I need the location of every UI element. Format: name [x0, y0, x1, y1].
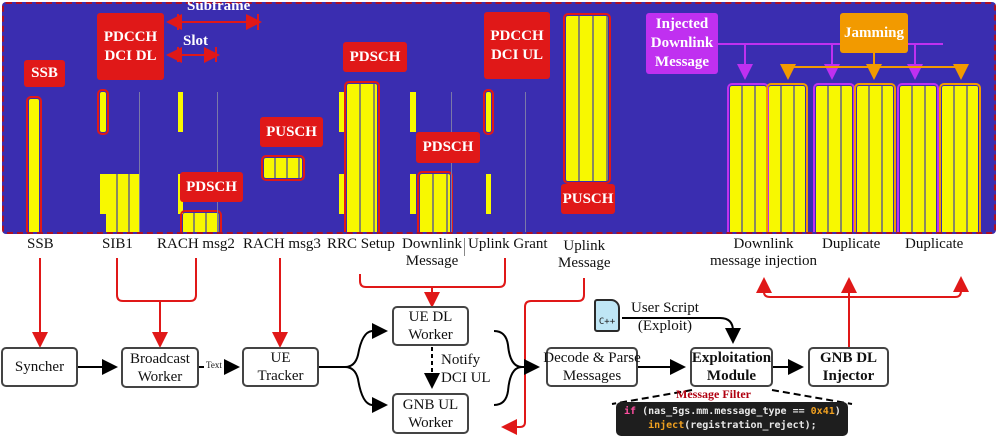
pdsch-dl-label: PDSCH	[416, 132, 480, 163]
pusch-rach3-label: PUSCH	[260, 117, 323, 147]
pdcch-dci-ul-label: PDCCH DCI UL	[484, 12, 550, 79]
slot-arrow	[166, 47, 220, 63]
ssb-signal	[26, 96, 42, 232]
gnb-dl-injector-box[interactable]: GNB DL Injector	[808, 347, 889, 387]
caption-duplicate-2: Duplicate	[905, 236, 964, 252]
caption-rrc-setup: RRC Setup	[327, 236, 395, 252]
slot-gridline	[525, 92, 526, 232]
jammed-duplicate-signal-6	[939, 83, 981, 232]
code-condition: (nas_5gs.mm.message_type ==	[636, 406, 811, 417]
code-function: inject	[648, 420, 685, 431]
broadcast-worker-box[interactable]: Broadcast Worker	[121, 347, 199, 388]
injection-arrows	[716, 43, 969, 80]
user-script-label: User Script (Exploit)	[631, 300, 699, 334]
pusch-ul-label: PUSCH	[561, 184, 615, 214]
caption-uplink-grant: Uplink Grant	[468, 236, 548, 252]
ul-pusch-signal	[563, 13, 611, 184]
text-edge-label: Text	[206, 360, 222, 370]
caption-uplink-message: Uplink Message	[558, 238, 611, 272]
black-flow-lines	[78, 317, 853, 413]
code-number: 0x41	[810, 406, 835, 417]
notify-dci-ul-label: Notify DCI UL	[441, 352, 491, 386]
caption-sib1: SIB1	[102, 236, 133, 252]
pdsch-rrc-label: PDSCH	[343, 42, 407, 72]
ul-pdcch-signal-2	[486, 174, 491, 214]
code-args: (registration_reject);	[684, 420, 817, 431]
exploitation-module-box[interactable]: Exploitation Module	[690, 347, 773, 387]
pdcch-dl-signal	[97, 89, 109, 135]
red-feed-lines	[32, 258, 969, 435]
caption-ssb: SSB	[27, 236, 54, 252]
code-paren: )	[834, 406, 841, 417]
pdcch-rach-signal	[178, 92, 183, 132]
decode-parse-box[interactable]: Decode & Parse Messages	[543, 347, 641, 387]
ue-dl-worker-box[interactable]: UE DL Worker	[392, 306, 469, 346]
dl-pdcch-signal-2	[410, 174, 416, 214]
slot-annotation: Slot	[183, 33, 209, 49]
caption-rach2: RACH msg2	[157, 236, 235, 252]
pdsch-rach2-label: PDSCH	[180, 172, 243, 202]
pdcch-dci-dl-label: PDCCH DCI DL	[97, 13, 164, 80]
slot-gridline	[139, 92, 140, 232]
rach3-pusch-signal	[261, 155, 305, 181]
rrc-pdcch-signal	[339, 92, 345, 132]
code-indent	[624, 420, 648, 431]
dl-pdcch-signal	[410, 92, 416, 132]
subframe-arrow	[166, 14, 262, 30]
caption-divider	[464, 238, 465, 256]
injected-dl-signal-5	[897, 83, 939, 232]
injected-downlink-label: Injected Downlink Message	[646, 13, 718, 74]
jamming-label: Jamming	[840, 13, 908, 53]
caption-downlink-injection: Downlink message injection	[710, 236, 818, 270]
pdcch-dl-signal-2	[100, 174, 106, 214]
jammed-duplicate-signal-4	[854, 83, 896, 232]
code-keyword: if	[624, 406, 637, 417]
rrc-pdcch-signal-2	[339, 174, 345, 214]
rrc-pdsch-signal	[344, 81, 380, 232]
injected-dl-signal-1	[727, 83, 769, 232]
message-filter-title: Message Filter	[676, 387, 751, 401]
ue-tracker-box[interactable]: UE Tracker	[242, 347, 319, 387]
cpp-file-icon: C++	[594, 299, 620, 332]
syncher-box[interactable]: Syncher	[1, 347, 78, 387]
caption-duplicate-1: Duplicate	[822, 236, 881, 252]
injected-dl-signal-3	[813, 83, 855, 232]
ssb-label: SSB	[24, 60, 65, 87]
filter-code-block: if (nas_5gs.mm.message_type == 0x41) inj…	[616, 402, 848, 436]
caption-downlink-message: Downlink Message	[402, 236, 462, 270]
jammed-duplicate-signal-2	[766, 83, 808, 232]
subframe-annotation: Subframe	[187, 0, 251, 14]
caption-rach3: RACH msg3	[243, 236, 321, 252]
rach2-pdsch-signal	[180, 210, 222, 232]
dl-pdsch-signal	[417, 171, 453, 232]
ul-pdcch-signal	[483, 89, 494, 135]
slot-gridline	[217, 92, 218, 232]
sib1-pdsch-signal	[106, 174, 140, 232]
gnb-ul-worker-box[interactable]: GNB UL Worker	[392, 393, 469, 434]
